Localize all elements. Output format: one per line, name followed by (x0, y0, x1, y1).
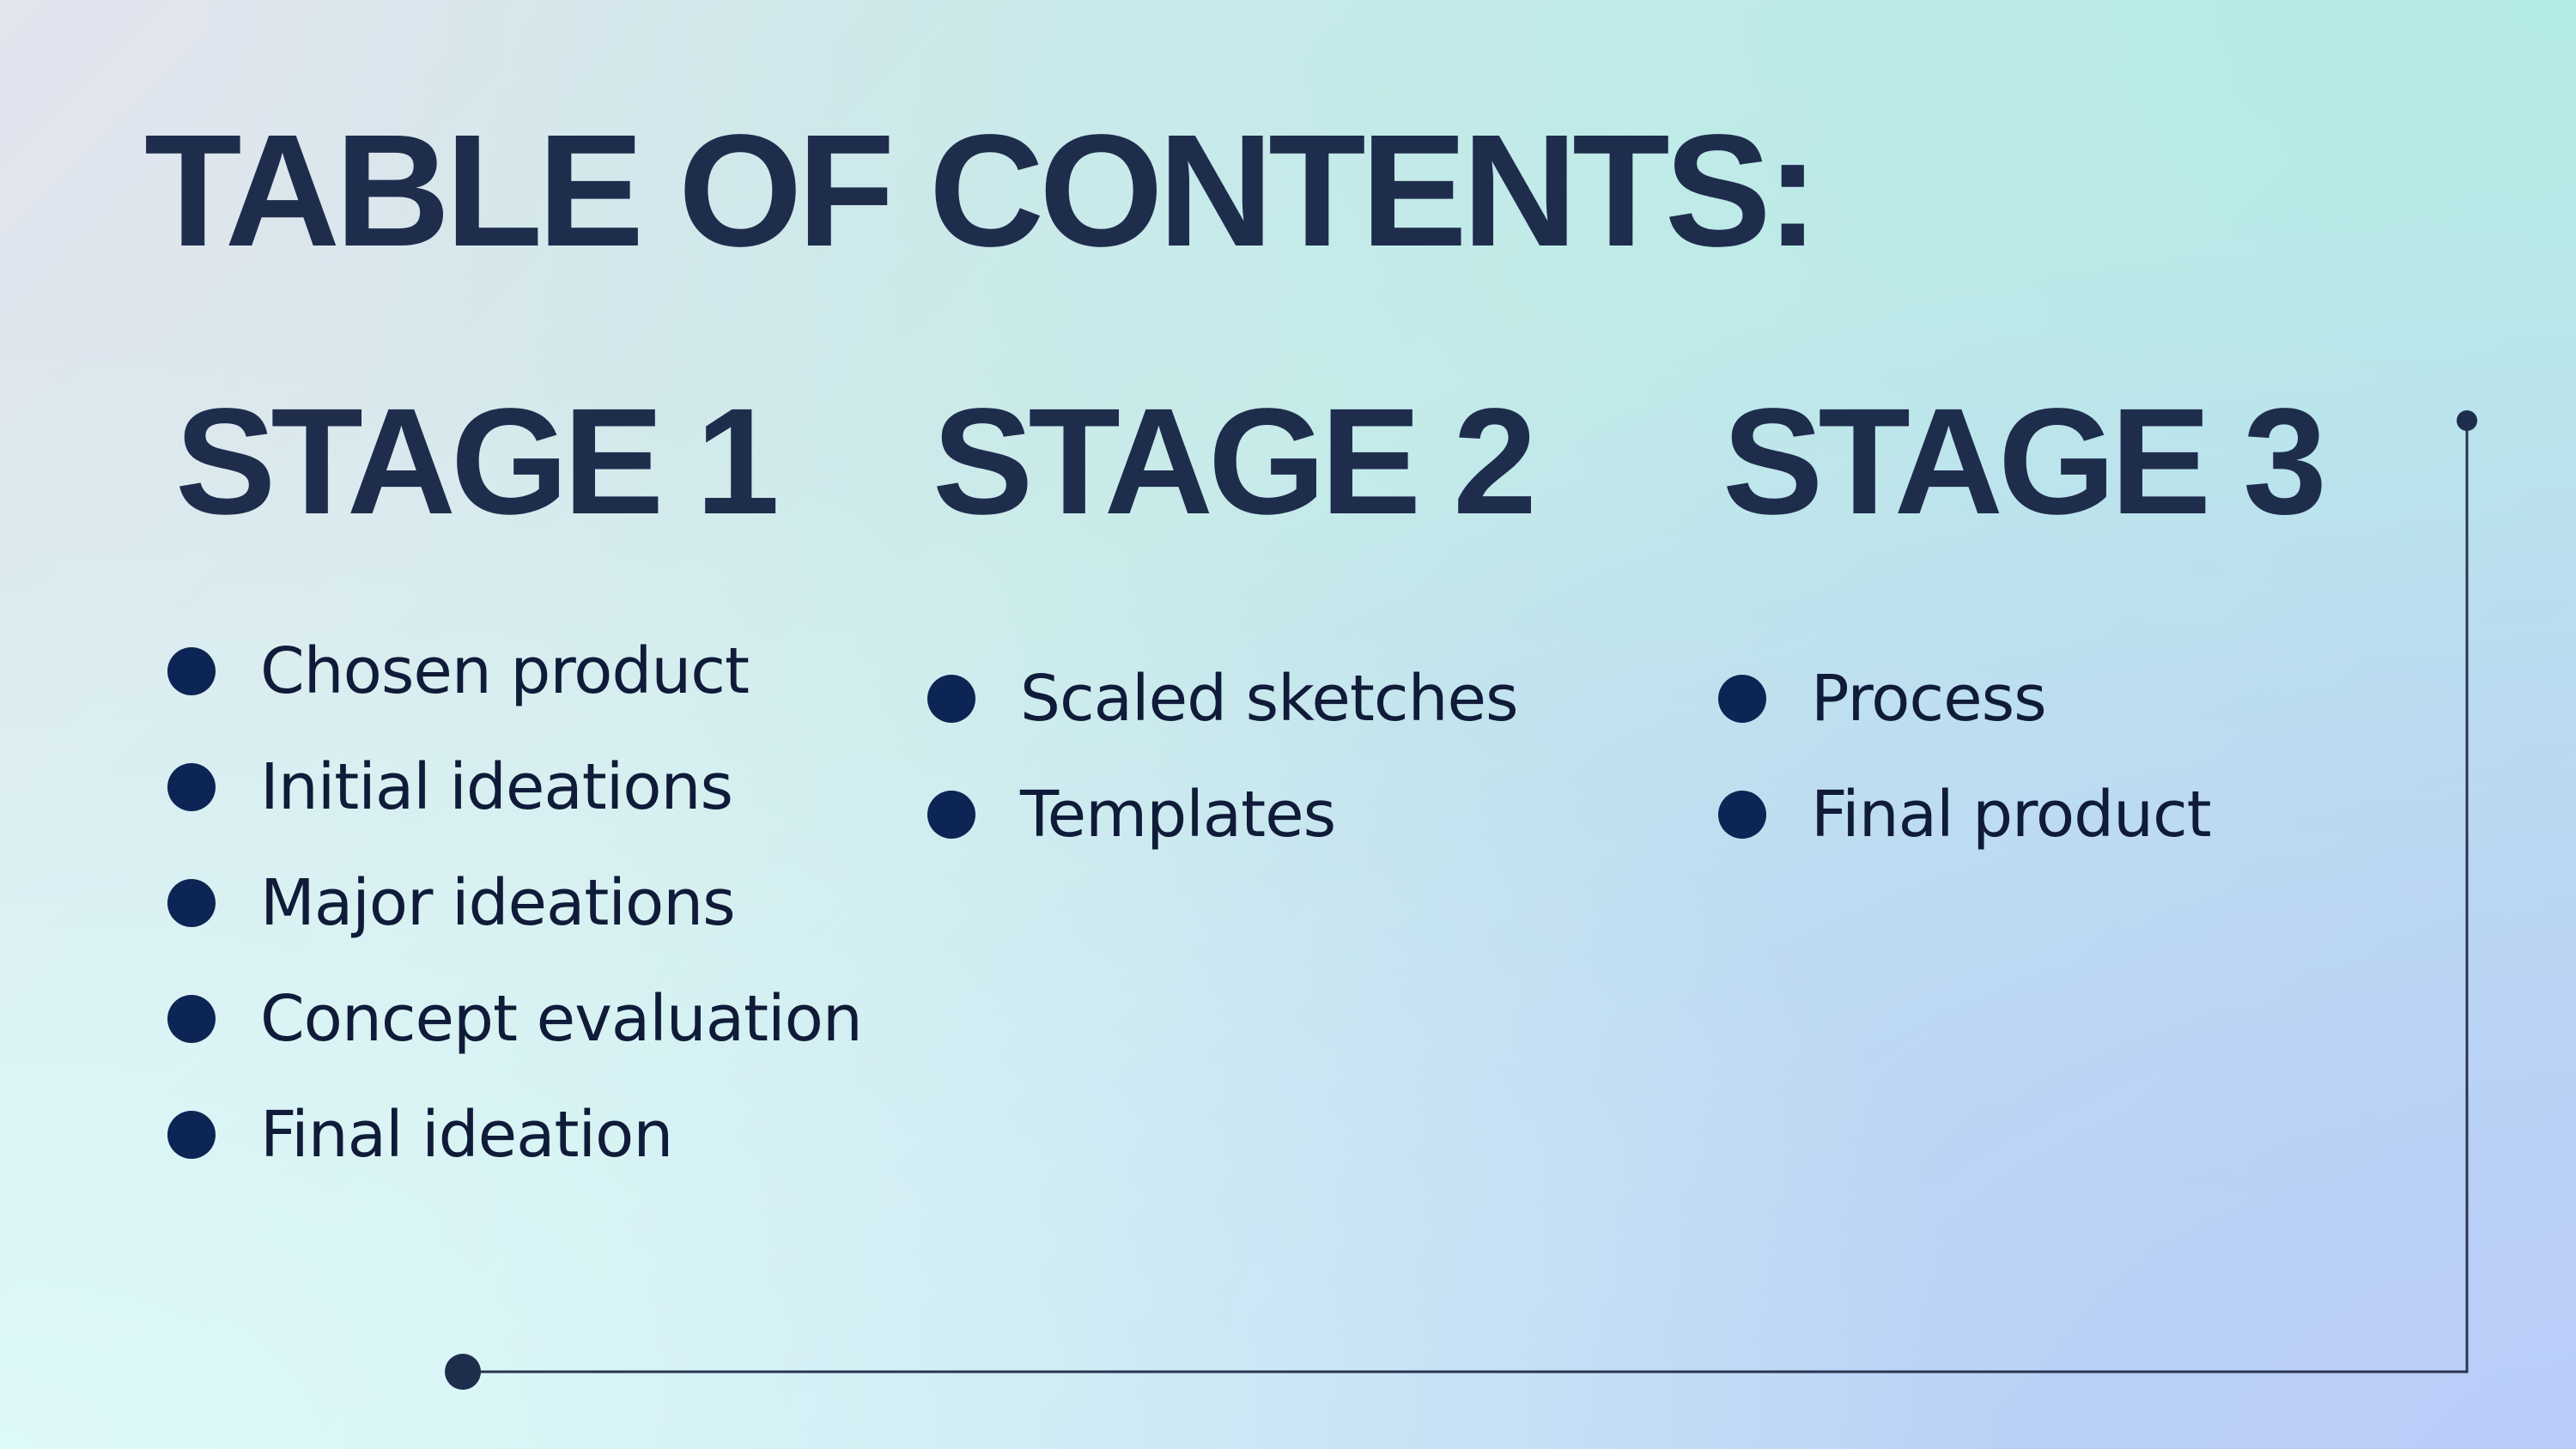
list-item: Initial ideations (167, 729, 862, 845)
list-item: Process (1718, 640, 2211, 756)
list-item-label: Major ideations (260, 865, 736, 940)
list-item: Final ideation (167, 1076, 862, 1192)
stage-2-list: Scaled sketches Templates (927, 640, 1519, 872)
stage-2-column: STAGE 2 (933, 378, 1537, 546)
stage-1-list: Chosen product Initial ideations Major i… (167, 613, 863, 1192)
bullet-icon (927, 790, 975, 839)
bullet-icon (167, 646, 216, 695)
frame-start-dot-icon (445, 1354, 481, 1390)
list-item: Concept evaluation (167, 961, 863, 1076)
list-item-label: Initial ideations (260, 749, 733, 824)
list-item-label: Final ideation (260, 1097, 673, 1172)
list-item: Major ideations (167, 845, 862, 961)
list-item: Templates (927, 756, 1518, 872)
bullet-icon (167, 878, 216, 927)
list-item: Chosen product (167, 613, 862, 729)
bullet-icon (1718, 790, 1766, 839)
page-title: TABLE OF CONTENTS: (144, 102, 1820, 280)
list-item: Final product (1718, 756, 2212, 872)
bullet-icon (167, 1110, 216, 1159)
list-item-label: Chosen product (260, 634, 750, 708)
bullet-icon (167, 762, 216, 811)
bullet-icon (167, 994, 216, 1043)
list-item: Scaled sketches (927, 640, 1519, 756)
list-item-label: Final product (1811, 777, 2212, 852)
list-item-label: Concept evaluation (260, 981, 863, 1056)
stage-2-heading: STAGE 2 (933, 378, 1537, 546)
frame-end-dot-icon (2457, 410, 2477, 431)
list-item-label: Scaled sketches (1020, 661, 1519, 736)
stage-3-list: Process Final product (1718, 640, 2212, 872)
bullet-icon (1718, 674, 1766, 723)
stage-1-heading: STAGE 1 (175, 378, 780, 546)
bullet-icon (927, 674, 975, 723)
stage-3-heading: STAGE 3 (1722, 378, 2327, 546)
list-item-label: Process (1811, 661, 2047, 736)
stage-3-column: STAGE 3 (1722, 378, 2327, 546)
list-item-label: Templates (1020, 777, 1336, 852)
stage-1-column: STAGE 1 (175, 378, 780, 546)
